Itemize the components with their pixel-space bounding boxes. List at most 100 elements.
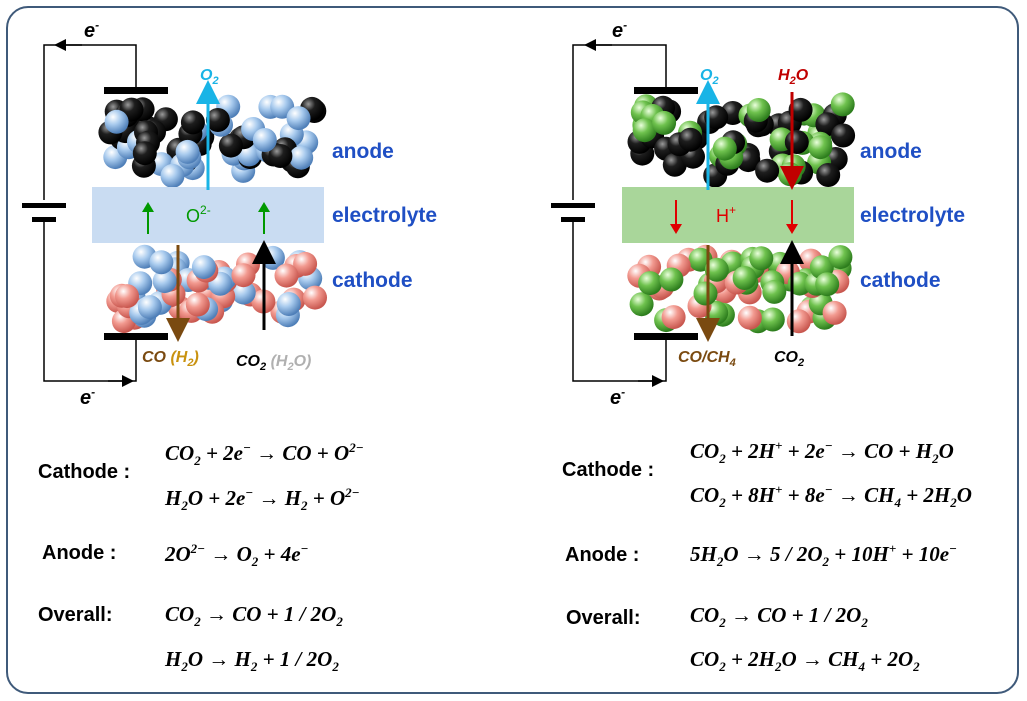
particle — [661, 305, 686, 330]
right-overall-equation-2: CO2 + 2H2O → CH4 + 2O2 — [690, 647, 920, 675]
particle — [704, 257, 729, 282]
particle — [788, 97, 813, 122]
particle — [693, 281, 718, 306]
particle — [231, 263, 256, 288]
left-electrolyte-band — [92, 187, 324, 243]
right-cathode-equation-1: CO2 + 2H+ + 2e− → CO + H2O — [690, 438, 954, 467]
left-cathode-particles — [106, 244, 327, 334]
right-cathode-equation-2: CO2 + 8H+ + 8e− → CH4 + 2H2O — [690, 482, 972, 511]
right-reactant-label: CO2 — [774, 349, 804, 369]
left-cathode-heading: Cathode : — [38, 461, 131, 483]
right-cathode-label: cathode — [860, 269, 941, 292]
left-reactant-label: CO2 (H2O) — [236, 353, 311, 373]
particle — [831, 123, 856, 148]
right-anode-equation: 5H2O → 5 / 2O2 + 10H+ + 10e− — [690, 541, 957, 570]
particle — [704, 105, 729, 130]
particle — [137, 295, 162, 320]
left-electron-bottom: e- — [80, 385, 95, 409]
right-electrolyte-band — [622, 187, 854, 243]
particle — [778, 162, 802, 187]
particle — [268, 144, 293, 168]
particle — [303, 285, 327, 310]
particle — [180, 110, 205, 135]
particle — [289, 145, 314, 170]
left-cathode-equation-1: CO2 + 2e− → CO + O2− — [165, 440, 364, 469]
particle — [662, 152, 687, 177]
particle — [149, 250, 174, 275]
left-electron-top: e- — [84, 18, 99, 42]
right-overall-equation-1: CO2 → CO + 1 / 2O2 — [690, 603, 868, 631]
particle — [175, 139, 200, 164]
left-overall-equation-2: H2O → H2 + 1 / 2O2 — [165, 647, 339, 675]
left-anode-particles — [98, 94, 327, 188]
particle — [231, 280, 256, 305]
particle — [185, 292, 210, 317]
particle — [152, 269, 177, 294]
right-battery — [551, 203, 595, 222]
particle — [830, 92, 855, 117]
particle — [816, 163, 841, 187]
right-product-label: CO/CH4 — [678, 349, 736, 369]
right-anode-label: anode — [860, 140, 922, 163]
left-ion-head-2 — [258, 202, 270, 212]
particle — [828, 245, 853, 270]
particle — [132, 141, 157, 166]
right-electrolyte-label: electrolyte — [860, 204, 965, 227]
right-ion-head-2 — [786, 224, 798, 234]
particle — [678, 127, 703, 152]
particle — [762, 279, 787, 304]
right-electron-top: e- — [612, 18, 627, 42]
particle — [293, 251, 318, 276]
right-cathode-heading: Cathode : — [562, 459, 655, 481]
left-overall-heading: Overall: — [38, 604, 113, 626]
particle — [274, 263, 299, 288]
left-overall-equation-1: CO2 → CO + 1 / 2O2 — [165, 602, 343, 630]
particle — [787, 271, 812, 296]
particle — [808, 135, 833, 160]
left-ion-head-1 — [142, 202, 154, 212]
right-circuit — [572, 44, 667, 382]
particle — [632, 118, 657, 143]
right-electron-bottom: e- — [610, 385, 625, 409]
particle — [746, 98, 771, 122]
particle — [191, 255, 216, 280]
particle — [712, 136, 737, 161]
particle — [276, 292, 301, 316]
right-ion-head-1 — [670, 224, 682, 234]
left-anode-equation: 2O2− → O2 + 4e− — [165, 541, 309, 570]
right-anode-plate — [634, 87, 698, 94]
right-ion-label: H+ — [716, 203, 736, 226]
particle — [737, 305, 762, 330]
particle — [286, 106, 311, 131]
particle — [218, 133, 243, 158]
left-o2-label: O2 — [200, 67, 219, 87]
particle — [732, 266, 757, 290]
particle — [760, 307, 785, 332]
right-anode-particles — [627, 92, 856, 188]
right-cathode-plate — [634, 333, 698, 340]
particle — [205, 108, 230, 132]
left-cathode-label: cathode — [332, 269, 413, 292]
left-anode-label: anode — [332, 140, 394, 163]
particle — [784, 130, 809, 154]
right-cathode-particles — [627, 244, 853, 334]
right-o2-label: O2 — [700, 67, 719, 87]
particle — [638, 271, 663, 296]
particle — [629, 292, 654, 317]
particle — [252, 128, 277, 152]
particle — [786, 309, 811, 334]
particle — [160, 163, 185, 188]
left-cathode-equation-2: H2O + 2e− → H2 + O2− — [165, 485, 360, 514]
right-h2o-label: H2O — [778, 67, 809, 87]
particle — [115, 284, 139, 309]
particle — [652, 110, 677, 135]
left-product-label: CO (H2) — [142, 349, 199, 369]
left-ion-label: O2- — [186, 203, 211, 226]
left-battery — [22, 203, 66, 222]
particle — [659, 267, 684, 292]
left-anode-plate — [104, 87, 168, 94]
left-circuit — [43, 44, 137, 382]
particle — [822, 300, 847, 325]
left-electrolyte-label: electrolyte — [332, 204, 437, 227]
